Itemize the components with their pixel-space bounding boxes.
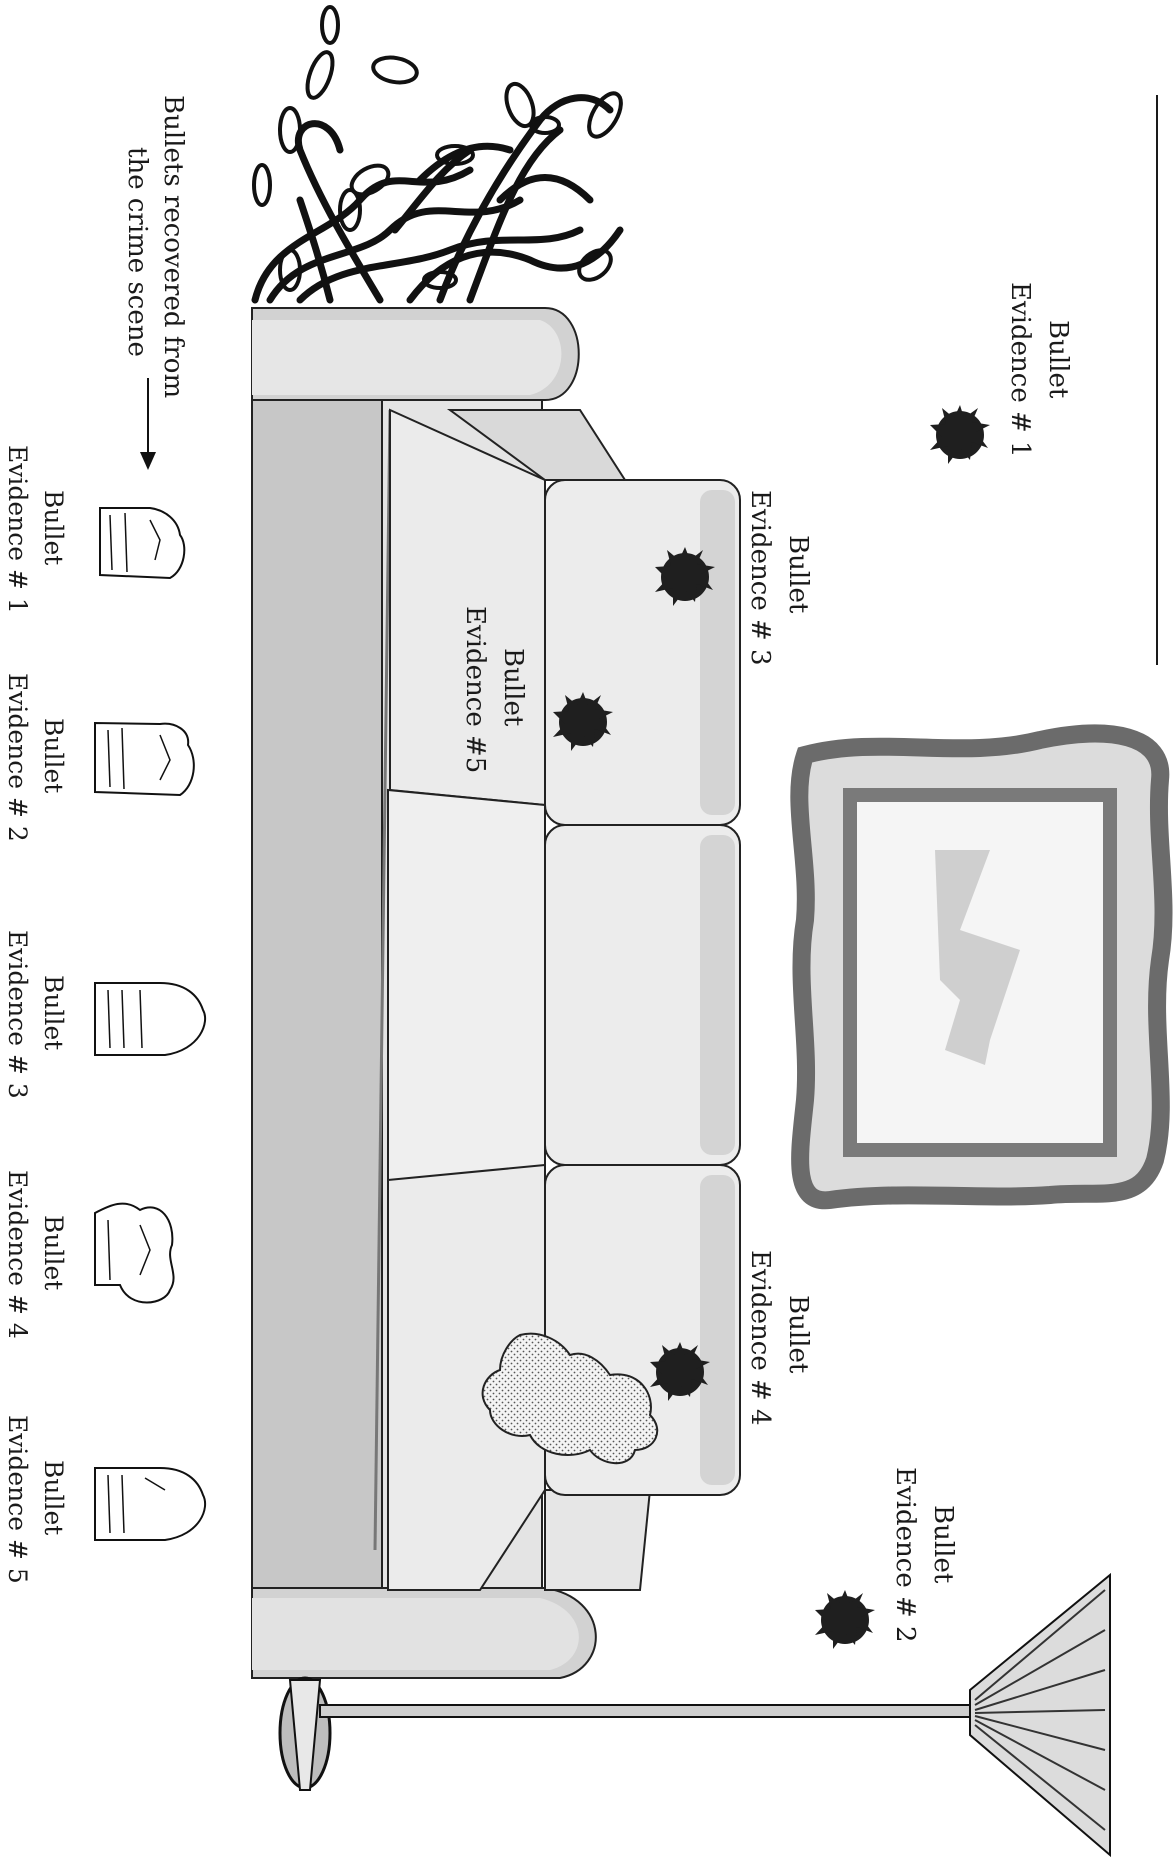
label-recovered-4: Bullet Evidence # 4 bbox=[3, 1170, 68, 1339]
floor-lamp bbox=[278, 1572, 1111, 1858]
svg-text:Evidence # 3: Evidence # 3 bbox=[3, 930, 32, 1099]
svg-text:Bullets recovered from: Bullets recovered from bbox=[158, 95, 188, 398]
bullet-hole-cushion-3 bbox=[655, 547, 715, 606]
label-recovered-2: Bullet Evidence # 2 bbox=[3, 673, 68, 842]
svg-text:Bullet: Bullet bbox=[39, 1460, 68, 1535]
svg-text:Evidence # 2: Evidence # 2 bbox=[3, 673, 32, 842]
svg-text:Bullet: Bullet bbox=[783, 535, 813, 614]
recovered-bullet-4-icon bbox=[94, 1202, 175, 1304]
bullet-hole-wall-2 bbox=[815, 1590, 875, 1649]
svg-text:Evidence # 5: Evidence # 5 bbox=[3, 1415, 32, 1584]
svg-text:Evidence # 4: Evidence # 4 bbox=[745, 1250, 775, 1426]
svg-text:Evidence # 1: Evidence # 1 bbox=[3, 445, 32, 614]
bullet-hole-cushion-5 bbox=[553, 692, 613, 751]
caption-arrow bbox=[140, 378, 156, 470]
svg-text:the crime scene: the crime scene bbox=[122, 147, 152, 357]
recovered-bullet-3-icon bbox=[94, 982, 207, 1056]
svg-text:Evidence # 1: Evidence # 1 bbox=[1005, 282, 1035, 458]
svg-text:Bullet: Bullet bbox=[39, 490, 68, 565]
bullet-hole-wall-1 bbox=[930, 405, 990, 464]
svg-text:Bullet: Bullet bbox=[498, 648, 528, 727]
label-recovered-1: Bullet Evidence # 1 bbox=[3, 445, 68, 614]
label-wall-2: Bullet Evidence # 2 bbox=[890, 1467, 958, 1643]
plant-icon bbox=[251, 5, 624, 304]
recovered-bullet-1-icon bbox=[99, 507, 186, 580]
bullet-hole-cushion-4 bbox=[650, 1342, 710, 1401]
svg-text:Evidence # 4: Evidence # 4 bbox=[3, 1170, 32, 1339]
label-cushion-4: Bullet Evidence # 4 bbox=[745, 1250, 813, 1426]
sofa bbox=[251, 307, 741, 1679]
recovered-bullet-5-icon bbox=[94, 1467, 207, 1541]
recovered-caption: Bullets recovered from the crime scene bbox=[122, 95, 188, 398]
svg-text:Bullet: Bullet bbox=[928, 1505, 958, 1584]
label-recovered-3: Bullet Evidence # 3 bbox=[3, 930, 68, 1099]
svg-text:Evidence #5: Evidence #5 bbox=[460, 606, 490, 773]
svg-text:Evidence # 2: Evidence # 2 bbox=[890, 1467, 920, 1643]
label-recovered-5: Bullet Evidence # 5 bbox=[3, 1415, 68, 1584]
label-cushion-5: Bullet Evidence #5 bbox=[460, 606, 528, 773]
svg-text:Bullet: Bullet bbox=[1043, 320, 1073, 399]
picture-frame bbox=[790, 724, 1173, 1210]
svg-text:Bullet: Bullet bbox=[39, 1215, 68, 1290]
svg-text:Evidence # 3: Evidence # 3 bbox=[745, 490, 775, 666]
svg-text:Bullet: Bullet bbox=[783, 1295, 813, 1374]
label-wall-1: Bullet Evidence # 1 bbox=[1005, 282, 1073, 458]
svg-text:Bullet: Bullet bbox=[39, 975, 68, 1050]
svg-text:Bullet: Bullet bbox=[39, 718, 68, 793]
label-cushion-3: Bullet Evidence # 3 bbox=[745, 490, 813, 666]
recovered-bullet-2-icon bbox=[94, 721, 195, 797]
blood-stain bbox=[481, 1332, 659, 1465]
